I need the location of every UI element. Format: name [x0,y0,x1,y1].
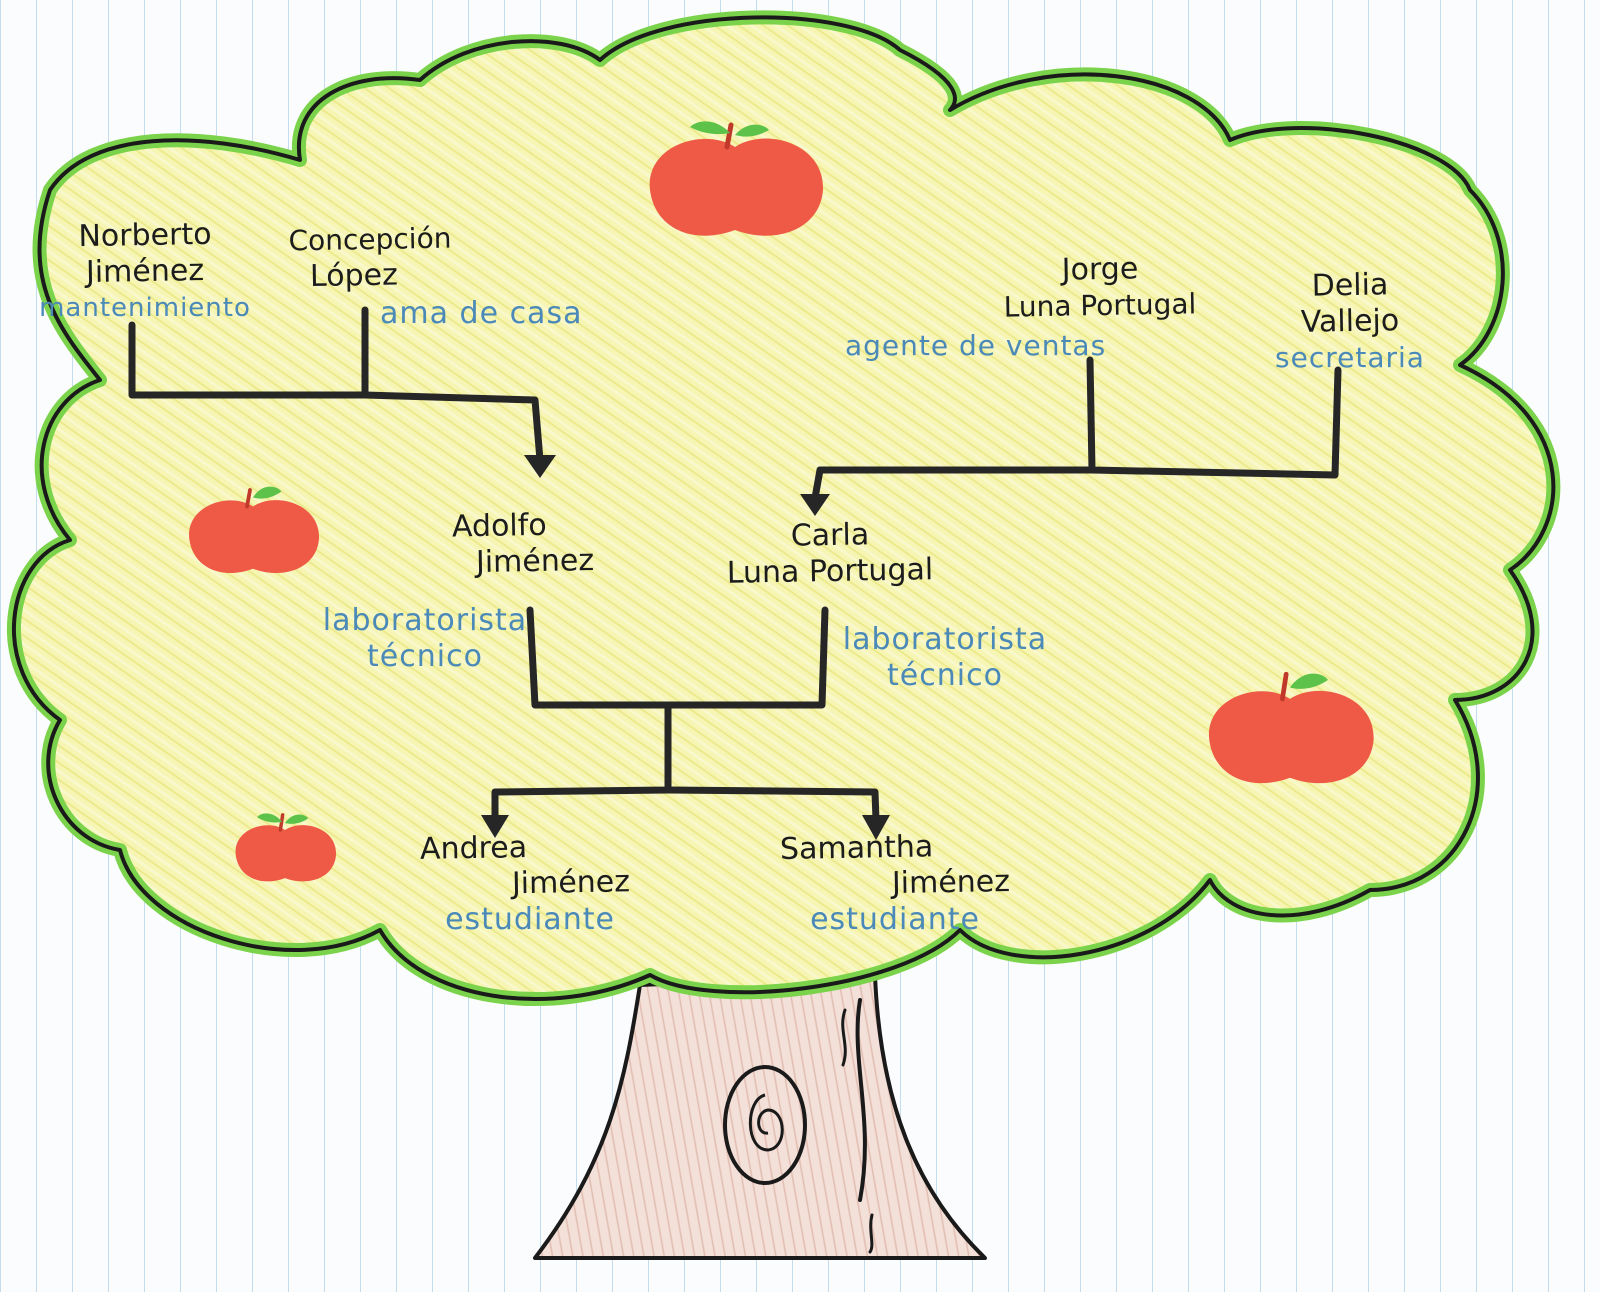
connector-to-adolfo [361,391,544,464]
person-occupation: ama de casa [380,296,583,331]
person-andrea: Andrea Jiménez estudiante [420,830,640,938]
connector-to-children [491,701,672,824]
person-jorge: Jorge Luna Portugal [950,251,1250,324]
person-concepcion-occupation: ama de casa [380,296,600,332]
person-samantha: Samantha Jiménez estudiante [779,829,1011,938]
arrow-to-andrea [481,815,509,838]
person-name: Samantha [779,829,934,868]
bark-line [868,1213,874,1254]
bark-line [855,998,867,1202]
person-occupation: técnico [367,639,483,674]
person-occupation: agente de ventas [845,329,1107,362]
apple-icon [235,813,337,882]
person-name: Carla [790,517,870,554]
arrow-to-adolfo [524,455,556,478]
connector-to-carla [811,466,1096,502]
tree-canopy-outline [12,15,1556,1001]
person-name: Jorge [1061,251,1139,288]
arrow-to-carla [800,494,830,516]
person-occupation: estudiante [810,902,980,937]
person-carla-occupation: laboratorista técnico [830,622,1060,694]
arrowheads [481,455,890,840]
person-occupation: técnico [887,658,1003,693]
person-adolfo-occupation: laboratorista técnico [315,603,535,675]
person-name: Concepción [288,221,452,258]
person-delia: Delia Vallejo secretaria [1250,267,1450,376]
person-occupation: laboratorista [842,622,1048,657]
person-occupation: secretaria [1275,341,1425,374]
person-name: Vallejo [1300,303,1400,340]
arrow-to-samantha [862,815,890,840]
person-name: Jiménez [891,863,1011,902]
bark-line [841,1008,847,1067]
person-name: Delia [1311,267,1389,304]
person-name: Jiménez [85,252,205,291]
apple-icon [1208,671,1374,784]
person-name: Norberto [78,216,212,255]
person-name: Luna Portugal [1003,287,1197,324]
person-adolfo: Adolfo Jiménez [430,508,640,580]
person-name: Andrea [419,830,528,867]
connector-adolfo-carla [526,606,829,709]
person-norberto: Norberto Jiménez mantenimiento [20,216,270,326]
person-carla: Carla Luna Portugal [715,517,945,591]
person-concepcion: Concepción López [280,222,460,294]
person-name: Jiménez [475,542,595,581]
person-name: Adolfo [451,507,547,545]
connector-jorge-delia [1086,356,1342,479]
person-occupation: mantenimiento [39,293,251,323]
apple-icon [649,121,824,236]
person-name: Luna Portugal [726,552,934,591]
person-occupation: laboratorista [322,603,528,638]
connector-lines [128,306,1342,824]
person-occupation: estudiante [445,902,615,937]
connector-to-samantha [664,786,880,824]
person-jorge-occupation: agente de ventas [845,328,1145,364]
apple-icon [189,486,320,574]
connector-norberto-concepcion [128,306,369,399]
person-name: López [309,257,399,295]
tree-trunk-knot-icon [723,1065,807,1185]
person-name: Jiménez [511,864,631,902]
